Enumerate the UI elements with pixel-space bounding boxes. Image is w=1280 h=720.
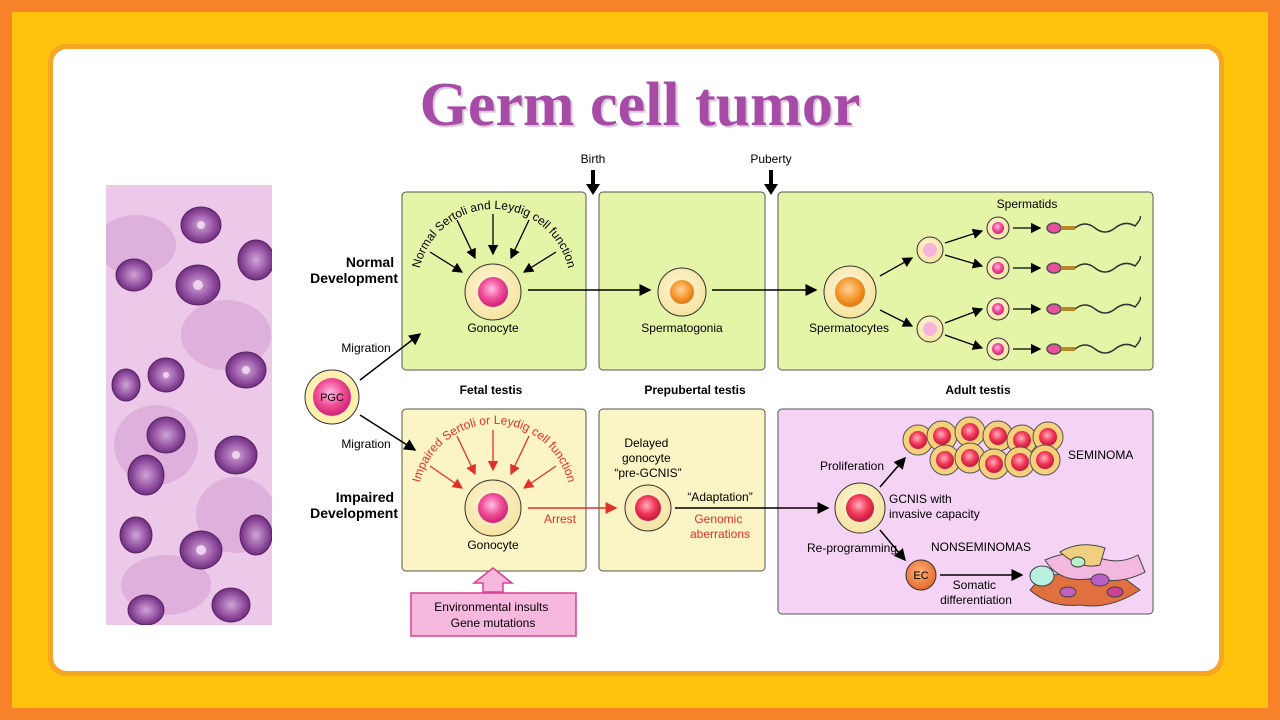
arrow-proliferation [879, 456, 906, 488]
normal-row-label: Normal Development [310, 254, 398, 286]
puberty-label: Puberty [750, 152, 791, 166]
birth-label: Birth [581, 152, 606, 166]
spermatids-label: Spermatids [997, 197, 1058, 211]
adaptation-label: “Adaptation” [687, 490, 752, 504]
gonocyte-normal-label: Gonocyte [467, 321, 519, 335]
spermatocytes-label: Spermatocytes [809, 321, 889, 335]
spermatogonia-label: Spermatogonia [641, 321, 723, 335]
prepubertal-testis-label: Prepubertal testis [644, 383, 746, 397]
somatic-cells-cluster [1029, 544, 1146, 607]
adult-normal-box [777, 191, 1154, 371]
seminoma-label: SEMINOMA [1068, 448, 1133, 462]
prepubertal-impaired-box [598, 408, 766, 572]
ec-cell [905, 559, 937, 591]
proliferation-label: Proliferation [820, 459, 884, 473]
fetal-testis-label: Fetal testis [460, 383, 523, 397]
somatic-differentiation-label: Somatic differentiation [940, 578, 1012, 607]
genomic-aberrations-label: Genomic aberrations [690, 512, 750, 541]
insults-label: Environmental insults Gene mutations [434, 600, 551, 630]
pgc-label: PGC [320, 392, 344, 404]
nonseminomas-label: NONSEMINOMAS [931, 540, 1031, 554]
arrow-reprogramming [879, 529, 906, 562]
sperm-cells [1046, 215, 1142, 355]
reprogramming-label: Re-programming [807, 541, 897, 555]
histology-image [106, 185, 272, 625]
gcnis-label: GCNIS with invasive capacity [889, 492, 980, 521]
impaired-row-label: Impaired Development [310, 489, 398, 521]
insults-arrow [471, 567, 515, 593]
insults-box [410, 592, 577, 637]
gonocyte-impaired-label: Gonocyte [467, 538, 519, 552]
migration-arrow-down [359, 414, 417, 451]
seminoma-cluster [902, 416, 1064, 480]
secondary-spermatocytes [916, 236, 944, 343]
migration-label-down: Migration [341, 437, 390, 451]
delayed-gonocyte-label: Delayed gonocyte “pre-GCNIS” [614, 436, 681, 480]
ec-label: EC [913, 570, 928, 582]
migration-arrow-up [359, 333, 422, 381]
adult-testis-label: Adult testis [945, 383, 1011, 397]
slide-title: Germ cell tumor [419, 71, 861, 139]
spermatid-cells [986, 216, 1010, 361]
arrest-label: Arrest [544, 512, 577, 526]
migration-label-up: Migration [341, 341, 390, 355]
